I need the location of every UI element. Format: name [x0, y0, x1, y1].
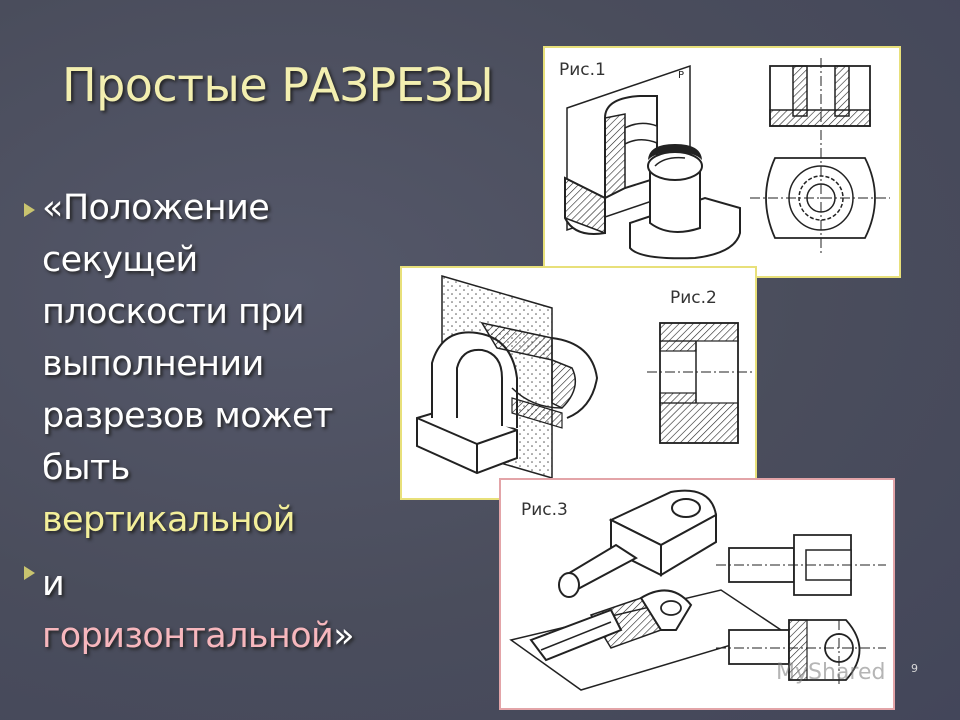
figure-2-label: Рис.2 — [670, 288, 717, 308]
body-line: быть — [42, 448, 130, 488]
figure-3-drawing — [509, 489, 886, 691]
slide-body-text: «Положение секущей плоскости при выполне… — [42, 182, 392, 662]
figure-1: P Рис.1 — [543, 46, 901, 278]
body-line: плоскости при — [42, 292, 305, 332]
body-line: разрезов может — [42, 396, 333, 436]
slide-title: Простые РАЗРЕЗЫ — [62, 58, 494, 112]
figure-1-drawing: P — [564, 58, 890, 260]
page-number: 9 — [911, 662, 918, 675]
body-line: «Положение — [42, 188, 270, 228]
figure-2-drawing — [416, 275, 752, 479]
watermark-logo: MyShared — [776, 660, 886, 685]
body-line: выполнении — [42, 344, 264, 384]
body-line: и — [42, 564, 65, 604]
figure-2: Рис.2 — [400, 266, 757, 500]
figure-3: Рис.3 — [499, 478, 895, 710]
bullet-icon — [24, 566, 35, 580]
figure-3-label: Рис.3 — [521, 500, 568, 520]
body-line-horizontal: горизонтальной» — [42, 610, 392, 662]
body-line: секущей — [42, 240, 198, 280]
bullet-icon — [24, 203, 35, 217]
closing-quote: » — [333, 616, 354, 656]
figure-1-label: Рис.1 — [559, 60, 606, 80]
horizontal-word: горизонтальной — [42, 616, 334, 656]
svg-text:P: P — [678, 70, 684, 81]
body-line-vertical: вертикальной — [42, 500, 296, 540]
